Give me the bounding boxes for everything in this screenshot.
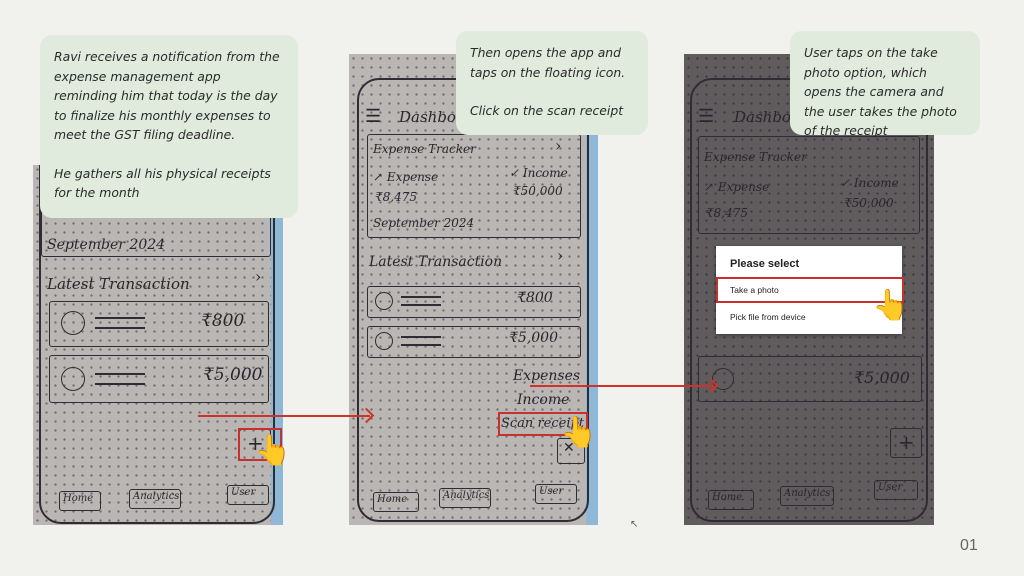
tab-user-sketch <box>535 484 577 504</box>
date-label: September 2024 <box>373 216 475 230</box>
transaction-row-2 <box>367 326 581 358</box>
transaction-amount-1: ₹800 <box>517 290 553 306</box>
date-label: September 2024 <box>47 237 166 253</box>
income-value: ₹50,000 <box>513 184 563 198</box>
menu-income-option: Income <box>517 392 570 408</box>
take-photo-highlight <box>716 277 904 303</box>
step2-caption-paragraph-2: Click on the scan receipt <box>470 103 624 118</box>
tab-home-sketch <box>708 490 754 510</box>
plus-icon: + <box>898 430 915 454</box>
tap-hand-icon: 👆 <box>872 289 910 322</box>
income-label: ✓ Income <box>840 176 899 190</box>
page-number: 01 <box>960 537 978 554</box>
pick-file-option[interactable]: Pick file from device <box>730 312 806 322</box>
close-icon: ✕ <box>563 440 575 456</box>
sketch-line <box>95 373 145 375</box>
chevron-right-icon: › <box>555 136 562 155</box>
expense-tracker-label: Expense Tracker <box>373 142 476 156</box>
tab-analytics-sketch <box>129 489 181 509</box>
transaction-amount-2: ₹5,000 <box>854 368 910 387</box>
tab-home-sketch <box>59 491 101 511</box>
tap-hand-icon: 👆 <box>254 434 292 467</box>
tab-home-label: Home <box>377 494 408 505</box>
fab-highlight <box>238 428 282 461</box>
tab-analytics-label: Analytics <box>784 488 831 499</box>
tab-home-label: Home <box>712 492 743 503</box>
tab-analytics-label: Analytics <box>133 491 180 502</box>
sketch-line <box>95 383 145 385</box>
tab-user-label: User <box>539 486 564 497</box>
transaction-row-2 <box>698 356 922 402</box>
step2-caption-paragraph-1: Then opens the app and taps on the float… <box>470 45 626 80</box>
sketch-line <box>401 336 441 338</box>
hamburger-menu-icon: ☰ <box>698 106 715 127</box>
tap-hand-icon: 👆 <box>560 416 598 449</box>
tab-user-label: User <box>231 487 256 498</box>
expense-label: ↗ Expense <box>704 180 770 194</box>
plus-icon: + <box>247 431 264 455</box>
transaction-avatar-icon <box>375 292 393 310</box>
latest-transaction-label: Latest Transaction <box>369 254 503 270</box>
mouse-cursor-icon: ↖ <box>630 519 639 530</box>
income-label: ✓ Income <box>509 166 568 180</box>
step2-caption: Then opens the app and taps on the float… <box>456 31 648 135</box>
floating-close-button-sketch <box>557 438 585 464</box>
chevron-right-icon: › <box>557 246 564 265</box>
expense-value: ₹8,475 <box>375 190 417 204</box>
flow-arrow-1 <box>198 415 370 417</box>
latest-transaction-label: Latest Transaction <box>47 275 190 293</box>
transaction-row-1 <box>367 286 581 318</box>
income-value: ₹50,000 <box>844 196 894 210</box>
take-photo-option[interactable]: Take a photo <box>730 285 779 295</box>
tab-analytics-sketch <box>780 486 834 506</box>
tab-analytics-label: Analytics <box>443 490 490 501</box>
expense-card-sketch <box>698 136 920 234</box>
dialog-title: Please select <box>730 258 800 270</box>
transaction-avatar-icon <box>375 332 393 350</box>
step3-caption-text: User taps on the take photo option, whic… <box>804 45 957 138</box>
photo-background-strip <box>586 54 598 525</box>
tab-user-sketch <box>874 480 918 500</box>
transaction-avatar-icon <box>61 367 85 391</box>
step3-caption: User taps on the take photo option, whic… <box>790 31 980 138</box>
scan-receipt-highlight <box>498 412 588 436</box>
step1-caption-paragraph-2: He gathers all his physical receipts for… <box>54 165 271 201</box>
menu-expenses-option: Expenses <box>513 368 581 384</box>
sketch-line <box>95 317 145 319</box>
transaction-amount-2: ₹5,000 <box>203 365 263 385</box>
expense-tracker-label: Expense Tracker <box>704 150 807 164</box>
phone-sketch-outline <box>39 165 275 524</box>
tab-user-label: User <box>878 482 903 493</box>
chevron-right-icon: › <box>255 267 262 286</box>
transaction-amount-2: ₹5,000 <box>509 330 558 346</box>
tab-analytics-sketch <box>439 488 491 508</box>
select-source-dialog: Please select Take a photo Pick file fro… <box>716 246 902 334</box>
transaction-row-1 <box>49 301 269 347</box>
tab-user-sketch <box>227 485 269 505</box>
hamburger-menu-icon: ☰ <box>365 106 382 127</box>
tab-home-sketch <box>373 492 419 512</box>
step1-photo: September 2024 Latest Transaction › ₹800… <box>33 165 283 525</box>
floating-add-button-sketch <box>890 428 922 458</box>
sketch-line <box>95 327 145 329</box>
sketch-line <box>401 296 441 298</box>
transaction-amount-1: ₹800 <box>201 311 245 331</box>
tab-home-label: Home <box>63 493 94 504</box>
step1-caption-paragraph-1: Ravi receives a notification from the ex… <box>54 49 280 142</box>
sketch-line <box>401 304 441 306</box>
step1-caption: Ravi receives a notification from the ex… <box>40 35 298 218</box>
flow-arrow-2 <box>530 385 714 387</box>
expense-value: ₹8,475 <box>706 206 748 220</box>
sketch-line <box>401 344 441 346</box>
expense-label: ↗ Expense <box>373 170 439 184</box>
transaction-avatar-icon <box>61 311 85 335</box>
menu-scan-receipt-option: Scan receipt <box>501 416 585 431</box>
transaction-row-2 <box>49 355 269 403</box>
